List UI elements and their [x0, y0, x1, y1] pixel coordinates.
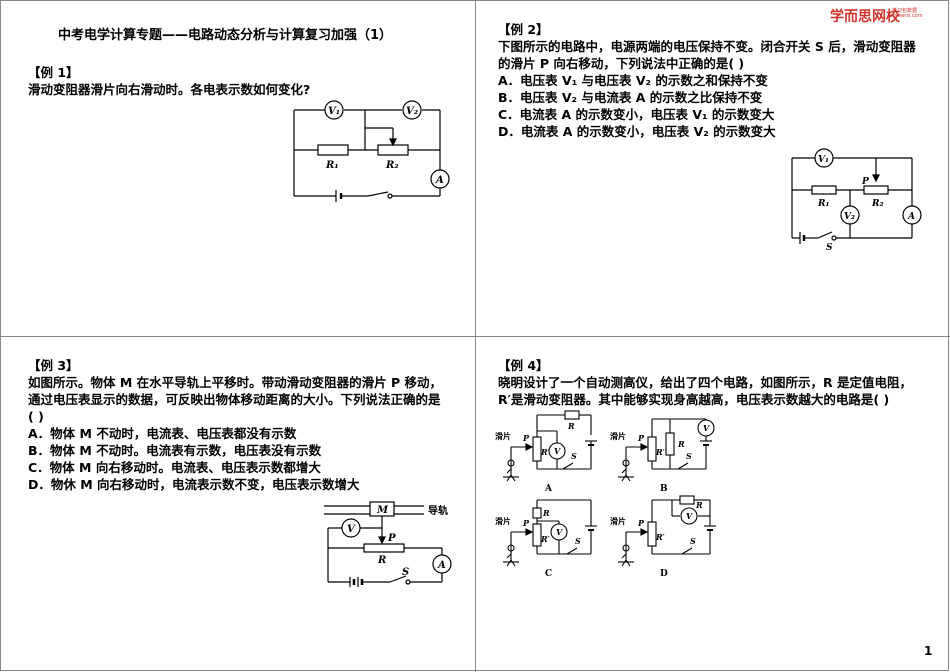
doc-title: 中考电学计算专题——电路动态分析与计算复习加强（1）	[58, 28, 393, 43]
q4-d-p-label: P	[637, 518, 645, 528]
q2-option-a: A．电压表 V₁ 与电压表 V₂ 的示数之和保持不变	[498, 73, 768, 88]
q4-c-p-label: P	[522, 518, 530, 528]
q3-m-label: M	[376, 505, 389, 516]
q4-b-p-label: P	[637, 433, 645, 443]
q3-p-label: P	[387, 533, 396, 544]
q1-circuit-diagram: V₁ V₂ A R₁ R₂	[293, 100, 450, 202]
q2-circuit-diagram: V₁ V₂ A P R₁ R₂ S	[791, 148, 922, 253]
q4-circuit-d: 滑片 R R′ V P S D	[610, 495, 716, 579]
q2-s-label: S	[826, 243, 833, 253]
q4-line-1: 晓明设计了一个自动测高仪，给出了四个电路，如图所示，R 是定值电阻，	[498, 375, 912, 390]
q4-a-r-label: R	[567, 421, 575, 431]
q1-ammeter-label: A	[435, 175, 444, 186]
q4-circuit-a: 滑片 R R′ V P S A	[495, 410, 597, 494]
q4-a-slider-label: 滑片	[495, 431, 511, 441]
q3-s-label: S	[402, 567, 409, 578]
q3-rail-label: 导轨	[428, 504, 448, 517]
q4-caption-c: C	[545, 569, 552, 579]
q3-ammeter-label: A	[437, 560, 446, 571]
q1-v2-label: V₂	[406, 106, 419, 117]
q3-v-label: V	[347, 524, 356, 535]
q4-b-slider-label: 滑片	[610, 431, 626, 441]
q4-b-r-label: R	[677, 439, 685, 449]
page-number: 1	[924, 644, 933, 658]
q3-line-1: 如图所示。物体 M 在水平导轨上平移时。带动滑动变阻器的滑片 P 移动，	[28, 375, 443, 390]
q4-a-rp-label: R′	[540, 447, 551, 457]
q1-question: 滑动变阻器滑片向右滑动时。各电表示数如何变化?	[28, 82, 311, 97]
q1-r1-label: R₁	[325, 160, 339, 171]
q4-a-v-label: V	[554, 446, 561, 456]
q4-a-p-label: P	[522, 433, 530, 443]
q2-option-c: C．电流表 A 的示数变小，电压表 V₁ 的示数变大	[498, 107, 775, 122]
q2-line-2: 的滑片 P 向右移动，下列说法中正确的是( )	[498, 56, 745, 71]
q4-circuit-c: 滑片 R R′ V P S C	[495, 499, 597, 579]
horizontal-divider	[0, 336, 950, 337]
q4-label: 【例 4】	[498, 358, 549, 373]
q4-b-v-label: V	[703, 423, 710, 433]
q4-c-rp-label: R′	[540, 534, 551, 544]
q2-option-b: B．电压表 V₂ 与电流表 A 的示数之比保持不变	[498, 90, 763, 105]
q4-caption-d: D	[660, 569, 668, 579]
q4-caption-b: B	[660, 484, 668, 494]
q3-option-b: B．物体 M 不动时。电流表有示数，电压表没有示数	[28, 443, 322, 458]
q4-c-s-label: S	[575, 536, 581, 546]
q3-option-a: A．物体 M 不动时，电流表、电压表都没有示数	[28, 426, 297, 441]
q3-line-3: ( )	[28, 409, 44, 424]
q4-line-2: R′是滑动变阻器。其中能够实现身高越高，电压表示数越大的电路是( )	[498, 392, 890, 407]
q2-label: 【例 2】	[498, 22, 549, 37]
q4-d-s-label: S	[690, 536, 696, 546]
brand-logo: 学而思网校	[830, 9, 900, 25]
q4-caption-a: A	[544, 484, 553, 494]
q1-r2-label: R₂	[385, 160, 399, 171]
q4-a-s-label: S	[571, 451, 577, 461]
q4-d-v-label: V	[686, 511, 693, 521]
q2-p-label: P	[861, 177, 869, 187]
q3-r-label: R	[377, 555, 386, 566]
q2-ammeter-label: A	[907, 212, 915, 222]
q1-label: 【例 1】	[28, 65, 79, 80]
q4-circuit-b: 滑片 R R′ V P S B	[610, 418, 715, 494]
q3-option-d: D．物休 M 向右移动时，电流表示数不变，电压表示数增大	[28, 477, 360, 492]
q2-r2-label: R₂	[871, 199, 883, 209]
q4-d-rp-label: R′	[655, 532, 666, 542]
q2-option-d: D．电流表 A 的示数变小，电压表 V₂ 的示数变大	[498, 124, 776, 139]
q4-c-slider-label: 滑片	[495, 516, 511, 526]
q4-d-r-label: R	[695, 500, 703, 510]
q2-line-1: 下图所示的电路中，电源两端的电压保持不变。闭合开关 S 后，滑动变阻器	[498, 39, 916, 54]
q4-c-r-label: R	[542, 508, 550, 518]
q1-v1-label: V₁	[328, 106, 340, 117]
q3-label: 【例 3】	[28, 358, 79, 373]
q3-line-2: 通过电压表显示的数据，可反映出物体移动距离的大小。下列说法正确的是	[28, 392, 441, 407]
q3-option-c: C．物体 M 向右移动时。电流表、电压表示数都增大	[28, 460, 321, 475]
q4-d-slider-label: 滑片	[610, 516, 626, 526]
q4-c-v-label: V	[556, 527, 563, 537]
q4-b-rp-label: R′	[655, 447, 666, 457]
q2-v1-label: V₁	[818, 155, 829, 165]
q2-v2-label: V₂	[844, 212, 855, 222]
q2-r1-label: R₁	[817, 199, 829, 209]
q3-circuit-diagram: M 导轨 V P R S A	[324, 501, 452, 587]
q4-b-s-label: S	[686, 451, 692, 461]
